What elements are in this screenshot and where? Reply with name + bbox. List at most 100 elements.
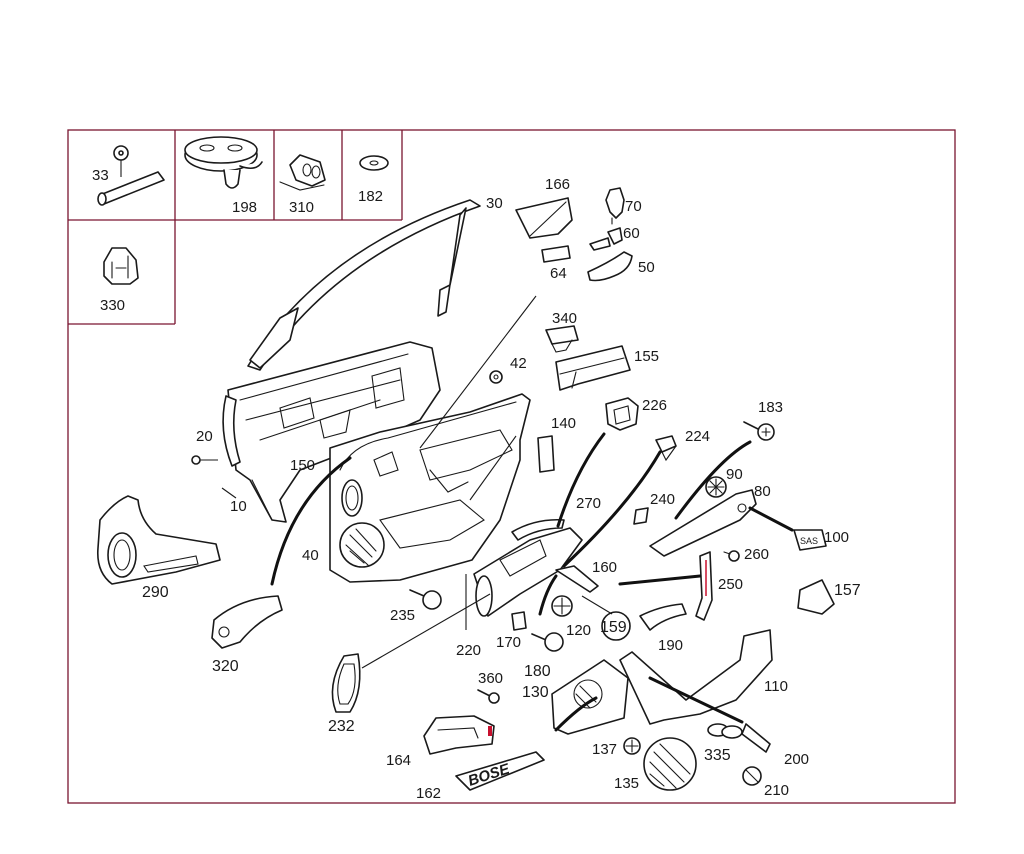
callout-labels: 33 198 310 182 330 30 166 70 60 64 50 34… <box>92 167 861 802</box>
inset-310-part <box>279 154 326 191</box>
callout-198: 198 <box>232 199 257 216</box>
callout-10: 10 <box>230 498 247 515</box>
callout-360: 360 <box>478 670 503 687</box>
part-180-screw <box>531 632 564 652</box>
inset-330-part <box>103 247 139 285</box>
callout-320: 320 <box>212 658 239 675</box>
callout-155: 155 <box>634 348 659 365</box>
callout-30: 30 <box>486 195 503 212</box>
callout-160: 160 <box>592 559 617 576</box>
part-226 <box>605 397 639 431</box>
callout-180: 180 <box>524 663 551 680</box>
callout-159: 159 <box>600 619 627 636</box>
part-335 <box>707 723 743 739</box>
part-120 <box>551 595 573 617</box>
callout-226: 226 <box>642 397 667 414</box>
callout-200: 200 <box>784 751 809 768</box>
part-159-circle <box>601 611 631 641</box>
part-160 <box>555 565 599 593</box>
part-164 <box>423 715 495 755</box>
part-183-screw <box>743 421 775 441</box>
callout-162: 162 <box>416 785 441 802</box>
part-232 <box>331 653 361 713</box>
inset-198-part <box>184 136 263 189</box>
callout-270: 270 <box>576 495 601 512</box>
main-frame <box>67 129 956 804</box>
callout-120: 120 <box>566 622 591 639</box>
part-360-screw <box>477 689 500 704</box>
callout-50: 50 <box>638 259 655 276</box>
part-200 <box>741 723 771 753</box>
callout-80: 80 <box>754 483 771 500</box>
callout-130: 130 <box>522 684 549 701</box>
part-140 <box>537 435 555 473</box>
part-190 <box>639 603 687 631</box>
inset-182-part <box>359 155 389 171</box>
callout-250: 250 <box>718 576 743 593</box>
part-235-screw <box>409 589 442 610</box>
inset-33-part <box>97 145 165 206</box>
leader-lines <box>191 295 613 669</box>
callout-90: 90 <box>726 466 743 483</box>
door-trim-panel-40 <box>329 393 531 583</box>
part-166 <box>515 197 573 239</box>
callout-260: 260 <box>744 546 769 563</box>
callout-40: 40 <box>302 547 319 564</box>
part-90 <box>705 476 727 498</box>
callout-164: 164 <box>386 752 411 769</box>
callout-20: 20 <box>196 428 213 445</box>
callout-166: 166 <box>545 176 570 193</box>
callout-310: 310 <box>289 199 314 216</box>
callout-330: 330 <box>100 297 125 314</box>
callout-100: 100 <box>824 529 849 546</box>
callout-157: 157 <box>834 582 861 599</box>
part-162-bose-badge: BOSE <box>455 751 545 791</box>
part-340 <box>545 325 579 353</box>
part-240 <box>633 507 649 525</box>
callout-210: 210 <box>764 782 789 799</box>
callout-150: 150 <box>290 457 315 474</box>
part-320 <box>211 595 283 649</box>
part-100-sas-button: SAS <box>793 529 827 551</box>
callout-232: 232 <box>328 718 355 735</box>
part-250 <box>695 551 713 621</box>
callout-64: 64 <box>550 265 567 282</box>
callout-170: 170 <box>496 634 521 651</box>
sas-badge-text: SAS <box>800 536 818 546</box>
callout-33: 33 <box>92 167 109 184</box>
part-155 <box>555 345 631 391</box>
callout-340: 340 <box>552 310 577 327</box>
part-80-armrest <box>649 489 757 557</box>
callout-190: 190 <box>658 637 683 654</box>
callout-70: 70 <box>625 198 642 215</box>
part-50 <box>587 251 633 282</box>
part-70 <box>605 187 625 225</box>
window-frame-30 <box>247 199 481 371</box>
part-135-speaker-grille <box>643 737 697 791</box>
part-224 <box>655 435 677 462</box>
part-64 <box>541 245 571 263</box>
callout-140: 140 <box>551 415 576 432</box>
door-inner-panel <box>222 341 441 523</box>
callout-183: 183 <box>758 399 783 416</box>
part-170 <box>511 611 527 631</box>
callout-110: 110 <box>764 678 788 695</box>
assembly-arrows <box>270 432 794 732</box>
callout-335: 335 <box>704 747 731 764</box>
callout-220: 220 <box>456 642 481 659</box>
callout-137: 137 <box>592 741 617 758</box>
callout-224: 224 <box>685 428 710 445</box>
callout-60: 60 <box>623 225 640 242</box>
bose-badge-text: BOSE <box>466 760 513 790</box>
part-110 <box>619 629 773 725</box>
part-260 <box>723 550 740 562</box>
part-60 <box>589 227 623 251</box>
callout-42: 42 <box>510 355 527 372</box>
part-290 <box>96 495 221 585</box>
callout-290: 290 <box>142 584 169 601</box>
part-220-bezel <box>473 527 583 617</box>
part-270 <box>511 518 565 541</box>
part-42 <box>489 370 503 384</box>
callout-182: 182 <box>358 188 383 205</box>
